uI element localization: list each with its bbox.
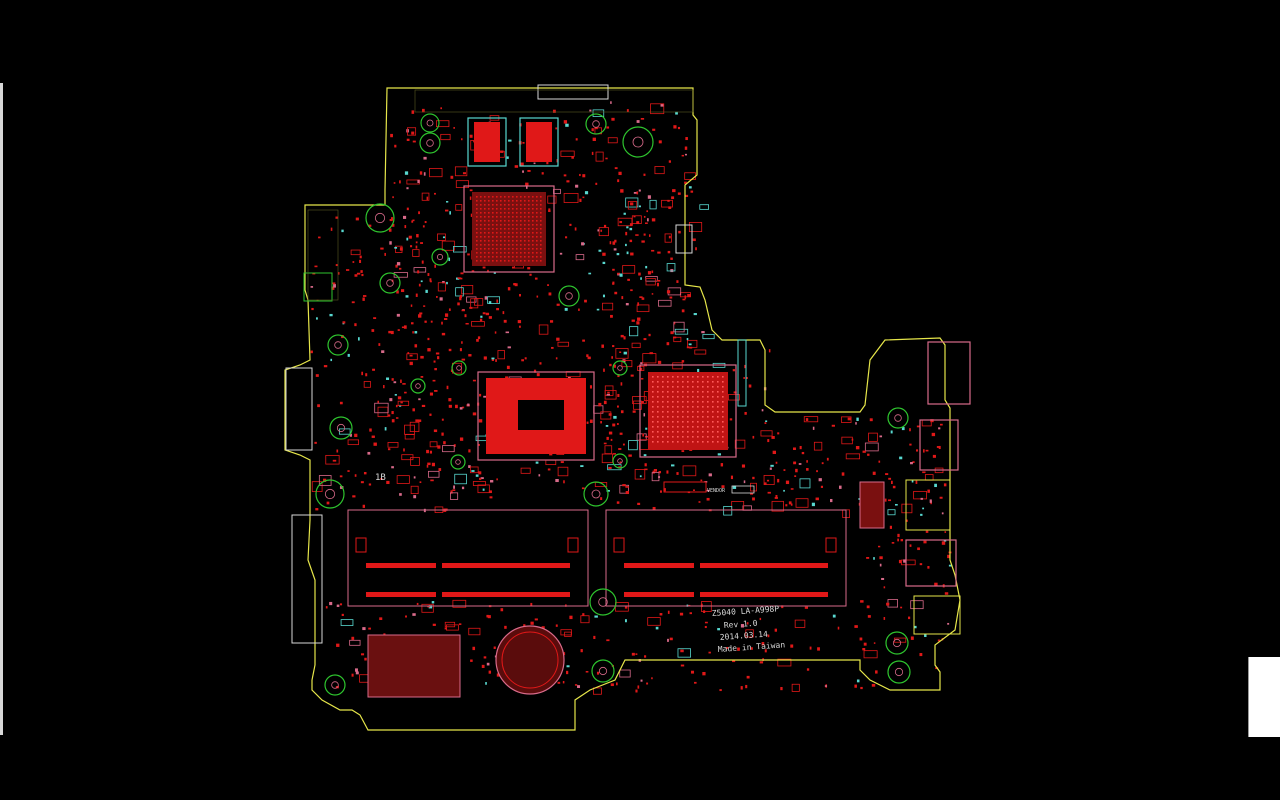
gpu-chip — [463, 185, 555, 273]
board-outline — [284, 87, 961, 731]
top-connector — [537, 84, 609, 100]
small-pads-layer — [310, 101, 953, 695]
left-panel-edge — [0, 83, 3, 735]
mounting-holes — [315, 113, 911, 696]
marker-1b: 1B — [375, 473, 386, 483]
left-connector — [285, 367, 313, 451]
cyan-connector — [737, 339, 747, 407]
memory-slot-left — [347, 509, 589, 607]
vendor-pad-strip — [663, 481, 707, 493]
coin-battery — [495, 625, 565, 695]
bottom-card-component — [367, 634, 461, 698]
memory-chip-1 — [467, 117, 507, 167]
right-panel-edge — [1248, 657, 1280, 737]
right-io-ports — [859, 341, 971, 635]
vendor-label: VENDOR — [707, 488, 726, 494]
origin-label: Made in Taiwan — [718, 640, 786, 654]
audio-jack — [675, 224, 693, 254]
memory-slot-right — [605, 509, 847, 607]
date-label: 2014.03.14 — [720, 630, 769, 642]
hatched-area-top — [414, 89, 694, 113]
ribbon-left — [303, 272, 333, 302]
chipset-chip — [639, 364, 737, 458]
memory-chip-2 — [519, 117, 559, 167]
revision-label: Rev 1.0 — [724, 619, 758, 630]
hatched-area-left — [307, 209, 339, 301]
left-connector-2 — [291, 514, 323, 644]
cpu-chip — [477, 371, 595, 461]
vendor-box — [731, 485, 755, 494]
